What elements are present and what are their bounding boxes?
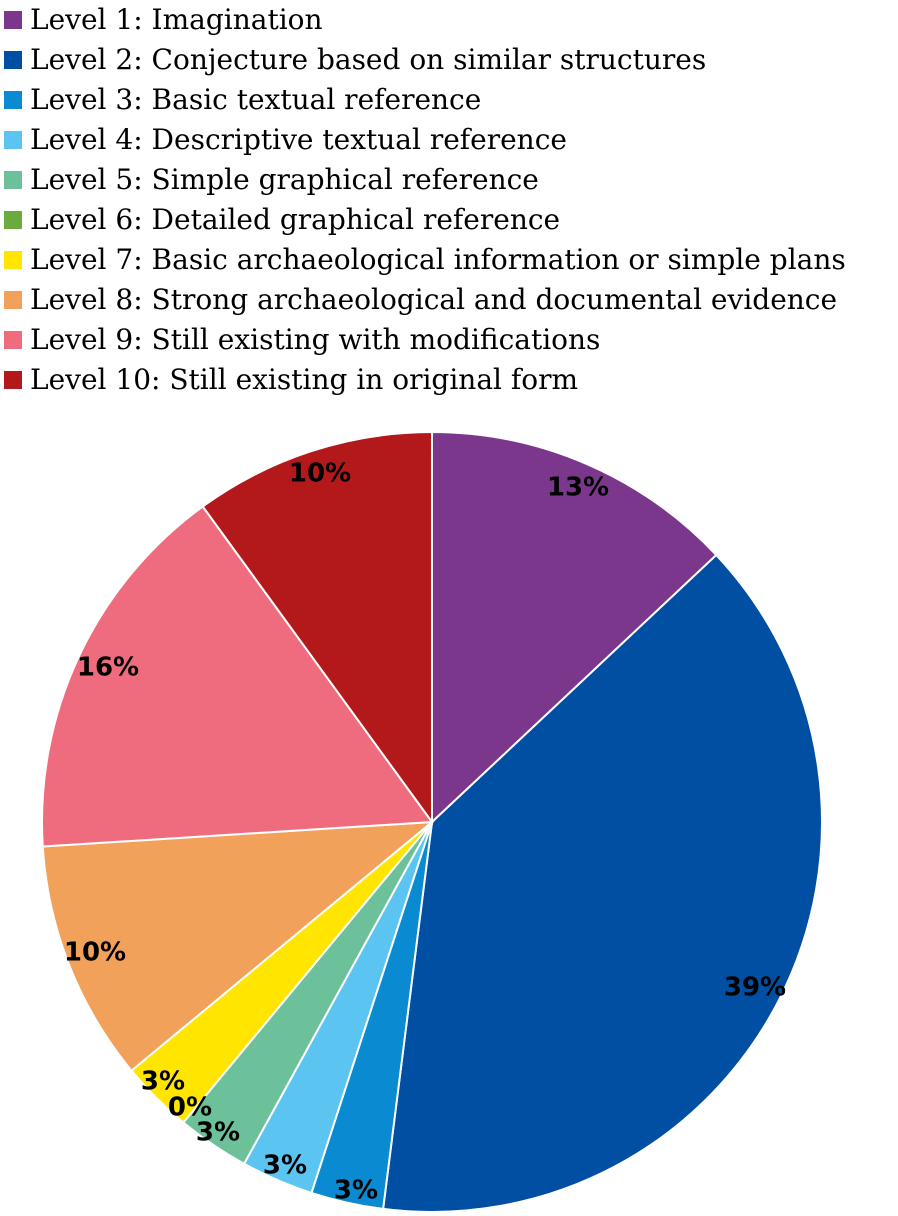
legend-swatch [4,251,22,269]
legend-label: Level 4: Descriptive textual reference [30,123,567,156]
slice-label: 10% [289,459,351,489]
legend-swatch [4,91,22,109]
legend-swatch [4,371,22,389]
pie-slices [41,430,823,1213]
legend-item: Level 5: Simple graphical reference [0,160,898,200]
legend-label: Level 6: Detailed graphical reference [30,203,561,236]
legend-item: Level 7: Basic archaeological informatio… [0,240,898,280]
legend-label: Level 9: Still existing with modificatio… [30,323,601,356]
legend-swatch [4,171,22,189]
slice-label: 0% [168,1093,212,1123]
legend-swatch [4,211,22,229]
slice-label: 39% [724,973,786,1003]
legend-label: Level 10: Still existing in original for… [30,363,579,396]
slice-label: 3% [263,1151,307,1181]
legend-label: Level 2: Conjecture based on similar str… [30,43,707,76]
legend-label: Level 7: Basic archaeological informatio… [30,243,846,276]
legend-label: Level 1: Imagination [30,3,323,36]
legend-swatch [4,331,22,349]
pie-slice [201,430,433,826]
pie-slice [431,430,718,825]
slice-label: 13% [547,473,609,503]
slice-label: 3% [196,1118,240,1148]
legend-item: Level 6: Detailed graphical reference [0,200,898,240]
legend-swatch [4,291,22,309]
legend-item: Level 10: Still existing in original for… [0,360,898,400]
slice-label: 3% [334,1176,378,1206]
legend-swatch [4,131,22,149]
legend-item: Level 2: Conjecture based on similar str… [0,40,898,80]
pie-slice [41,505,434,848]
pie-labels: 13%39%3%3%3%0%3%10%16%10% [64,459,786,1206]
slice-label: 3% [141,1067,185,1097]
legend-item: Level 9: Still existing with modificatio… [0,320,898,360]
legend-label: Level 8: Strong archaeological and docum… [30,283,838,316]
legend-item: Level 8: Strong archaeological and docum… [0,280,898,320]
legend-item: Level 3: Basic textual reference [0,80,898,120]
legend-item: Level 4: Descriptive textual reference [0,120,898,160]
pie-slice [382,553,823,1213]
legend-label: Level 3: Basic textual reference [30,83,482,116]
slice-label: 16% [77,653,139,683]
legend-swatch [4,11,22,29]
legend-swatch [4,51,22,69]
pie-slice [41,820,436,1073]
legend-label: Level 5: Simple graphical reference [30,163,539,196]
slice-label: 10% [64,938,126,968]
legend-item: Level 1: Imagination [0,0,898,40]
